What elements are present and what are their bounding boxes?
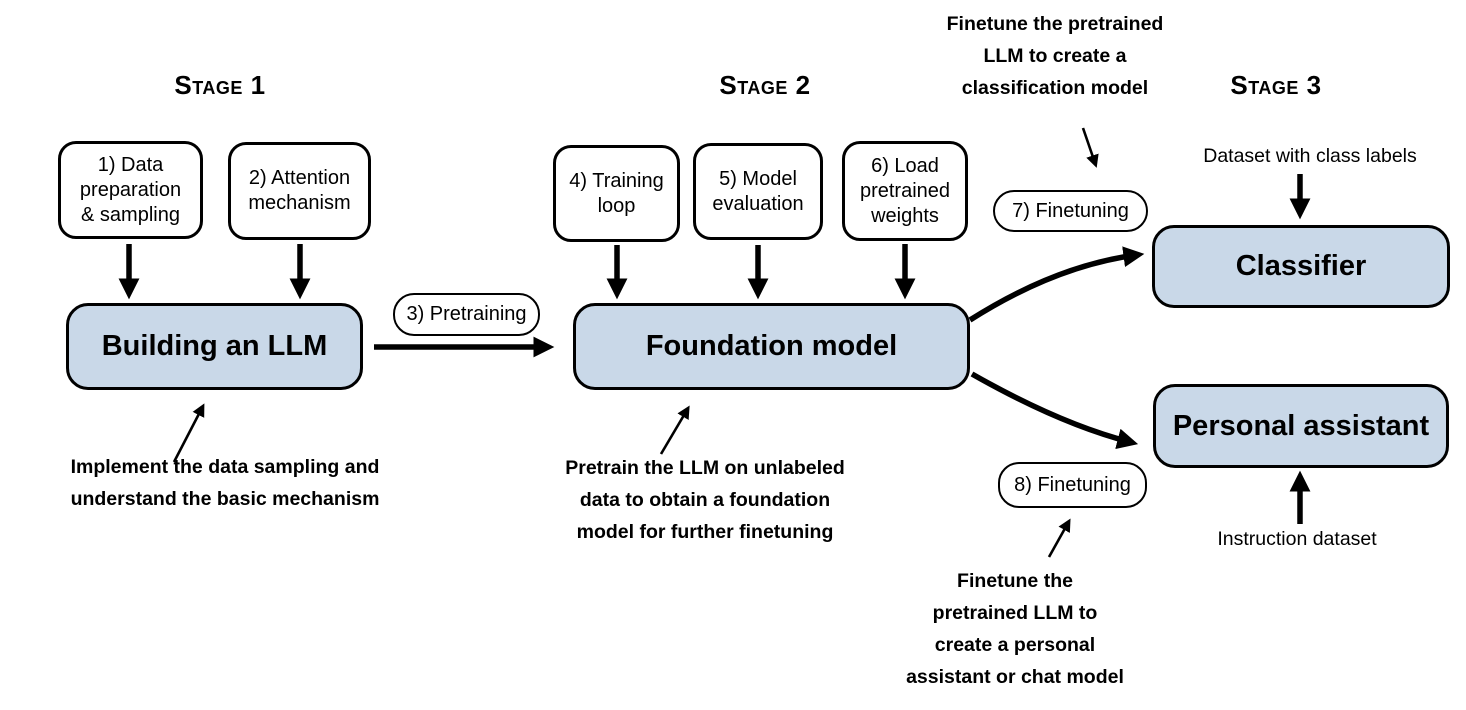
finetuning-7-pill: 7) Finetuning: [993, 190, 1148, 232]
stage2-title: Stage 2: [719, 70, 811, 100]
stage3-title: Stage 3: [1230, 70, 1322, 100]
finetuning-8-pill: 8) Finetuning: [998, 462, 1147, 508]
step-box-load-pretrained-weights: 6) Load pretrained weights: [842, 141, 968, 241]
stage1-title: Stage 1: [174, 70, 266, 100]
dataset-class-labels-label: Dataset with class labels: [1203, 145, 1417, 167]
pretraining-pill: 3) Pretraining: [393, 293, 540, 336]
arrow-annotation-stage2: [659, 405, 690, 455]
stage1-annotation: Implement the data sampling and understa…: [70, 456, 380, 510]
assistant-finetune-annotation: Finetune the pretrained LLM to create a …: [906, 570, 1124, 688]
arrow-annotation-stage1: [172, 403, 205, 463]
step-box-training-loop: 4) Training loop: [553, 145, 680, 242]
arrow-foundation-to-assistant: [970, 371, 1139, 449]
step-box-data-preparation: 1) Data preparation & sampling: [58, 141, 203, 239]
building-an-llm-box: Building an LLM: [66, 303, 363, 390]
personal-assistant-box: Personal assistant: [1153, 384, 1449, 468]
arrow-foundation-to-classifier: [968, 246, 1145, 323]
foundation-model-box: Foundation model: [573, 303, 970, 390]
arrow-annotation-finetune7: [1081, 127, 1099, 168]
stage2-annotation: Pretrain the LLM on unlabeled data to ob…: [565, 457, 845, 543]
instruction-dataset-label: Instruction dataset: [1217, 528, 1377, 550]
classifier-box: Classifier: [1152, 225, 1450, 308]
step-box-model-evaluation: 5) Model evaluation: [693, 143, 823, 240]
arrow-annotation-finetune8: [1047, 518, 1071, 558]
classifier-finetune-annotation: Finetune the pretrained LLM to create a …: [946, 13, 1164, 99]
step-box-attention-mechanism: 2) Attention mechanism: [228, 142, 371, 240]
